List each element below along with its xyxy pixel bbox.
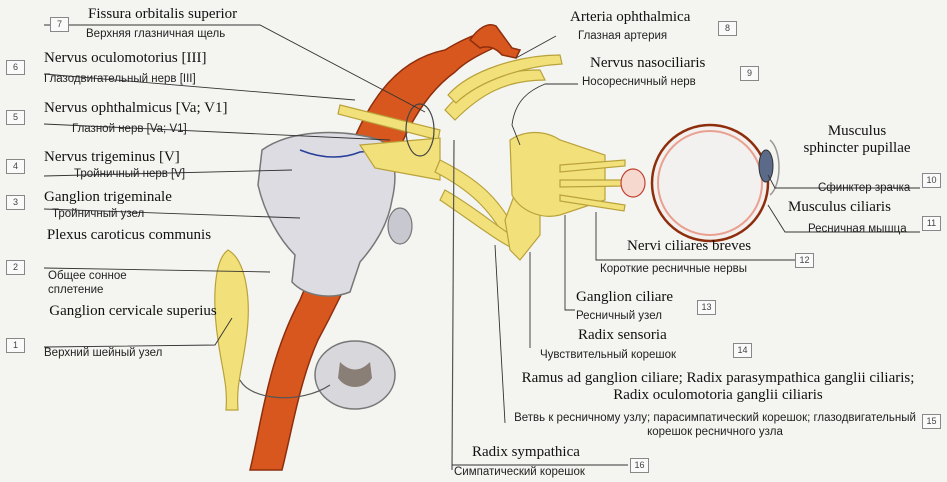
label-number-2: 2 <box>6 260 25 275</box>
label-number-8: 8 <box>718 21 737 36</box>
sympathetic-root-line <box>452 140 454 470</box>
eyeball <box>621 125 779 241</box>
label-13-russian: Ресничный узел <box>576 309 662 323</box>
label-11-latin: Musculus ciliaris <box>788 199 891 216</box>
label-12-russian: Короткие ресничные нервы <box>600 262 747 276</box>
label-number-5: 5 <box>6 110 25 125</box>
label-10-russian: Сфинктер зрачка <box>818 181 910 195</box>
label-15-latin: Ramus ad ganglion ciliare; Radix parasym… <box>508 370 928 404</box>
label-number-9: 9 <box>740 66 759 81</box>
label-11-russian: Ресничная мышца <box>808 222 907 236</box>
label-number-13: 13 <box>697 300 716 315</box>
label-7-russian: Верхняя глазничная щель <box>86 27 225 41</box>
label-number-4: 4 <box>6 159 25 174</box>
label-number-1: 1 <box>6 338 25 353</box>
label-5-russian: Глазной нерв [Va; V1] <box>72 122 187 136</box>
trigeminal-root-stump <box>388 208 412 244</box>
label-13-latin: Ganglion ciliare <box>576 289 673 306</box>
label-number-15: 15 <box>922 414 941 429</box>
label-8-latin: Arteria ophthalmica <box>570 9 690 26</box>
label-14-russian: Чувствительный корешок <box>540 348 676 362</box>
label-1-latin: Ganglion cervicale superius <box>44 303 222 320</box>
label-number-10: 10 <box>922 173 941 188</box>
label-7-latin: Fissura orbitalis superior <box>88 6 237 23</box>
label-9-russian: Носоресничный нерв <box>582 75 696 89</box>
label-number-7: 7 <box>50 17 69 32</box>
label-12-latin: Nervi ciliares breves <box>627 238 751 255</box>
superior-cervical-ganglion <box>215 250 248 410</box>
label-2-russian: Общее сонное сплетение <box>48 269 148 297</box>
label-number-16: 16 <box>630 458 649 473</box>
label-number-6: 6 <box>6 60 25 75</box>
label-16-latin: Radix sympathica <box>472 444 580 461</box>
label-16-russian: Симпатический корешок <box>454 465 585 479</box>
label-6-latin: Nervus oculomotorius [III] <box>44 50 206 67</box>
spinal-cord-section <box>315 341 395 409</box>
label-2-latin: Plexus caroticus communis <box>44 227 214 244</box>
label-number-11: 11 <box>922 216 941 231</box>
label-6-russian: Глазодвигательный нерв [III] <box>44 72 196 86</box>
label-4-latin: Nervus trigeminus [V] <box>44 149 180 166</box>
label-10-latin: Musculus sphincter pupillae <box>802 123 912 157</box>
label-5-latin: Nervus ophthalmicus [Va; V1] <box>44 100 227 117</box>
label-14-latin: Radix sensoria <box>578 327 667 344</box>
label-1-russian: Верхний шейный узел <box>44 346 162 360</box>
label-number-14: 14 <box>733 343 752 358</box>
label-3-latin: Ganglion trigeminale <box>44 189 172 206</box>
label-9-latin: Nervus nasociliaris <box>590 55 705 72</box>
label-8-russian: Глазная артерия <box>578 29 667 43</box>
label-15-russian: Ветвь к ресничному узлу; парасимпатическ… <box>510 411 920 439</box>
label-3-russian: Тройничный узел <box>52 207 144 221</box>
label-number-3: 3 <box>6 195 25 210</box>
label-4-russian: Тройничный нерв [V] <box>74 167 185 181</box>
label-number-12: 12 <box>795 253 814 268</box>
